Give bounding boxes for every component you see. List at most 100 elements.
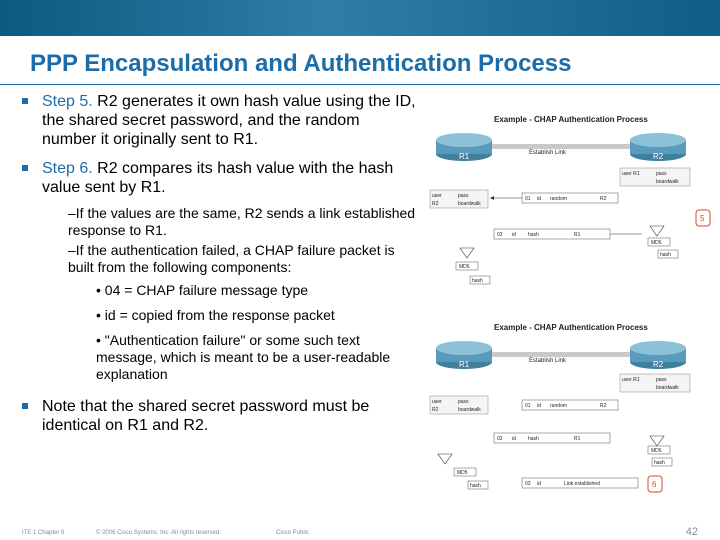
step-label: Step 6. <box>42 160 93 177</box>
footer-copyright: © 2006 Cisco Systems, Inc. All rights re… <box>96 530 221 536</box>
r1-pass-label: pass <box>458 193 469 199</box>
packet-code: 02 <box>497 232 503 238</box>
link-established-packet <box>521 477 639 489</box>
packet-field: hash <box>528 232 539 238</box>
packet-code: 01 <box>525 196 531 202</box>
r1-credentials-box <box>429 189 489 209</box>
r1-user-value: R2 <box>432 201 439 207</box>
r1-pass-value: boardwalk <box>458 201 481 207</box>
r1-user-value: R2 <box>432 407 439 413</box>
md5-funnel-icon <box>649 435 665 447</box>
r1-user-label: user <box>432 399 442 405</box>
packet-name: R1 <box>574 232 581 238</box>
packet-id: id <box>537 196 541 202</box>
md5-right-box <box>647 445 671 455</box>
packet-field: hash <box>528 436 539 442</box>
step-badge <box>647 475 663 493</box>
router-r2-label: R2 <box>653 152 664 161</box>
router-r2-label: R2 <box>653 360 664 369</box>
r2-pass-value: boardwalk <box>656 179 679 185</box>
diagram-title: Example - CHAP Authentication Process <box>494 323 648 332</box>
arrow-head-icon <box>490 196 494 200</box>
bullet-square-icon <box>22 165 28 171</box>
r2-pass-value: boardwalk <box>656 385 679 391</box>
md5-left-box <box>453 467 477 477</box>
md5-funnel-icon <box>649 225 665 237</box>
challenge-packet <box>521 192 619 204</box>
hash-right-box <box>657 249 679 259</box>
packet-code: 03 <box>525 481 531 487</box>
title-divider <box>0 84 720 85</box>
packet-name: R2 <box>600 403 607 409</box>
challenge-packet <box>521 399 619 411</box>
page-number: 42 <box>685 526 698 538</box>
step-label: Step 5. <box>42 93 93 110</box>
failure-component-type: • 04 = CHAP failure message type <box>96 282 309 298</box>
bullet-square-icon <box>22 98 28 104</box>
bullet-square-icon <box>22 403 28 409</box>
hash-right-label: hash <box>654 460 665 466</box>
hash-left-label: hash <box>470 483 481 489</box>
md5-right-box <box>647 237 671 247</box>
md5-funnel-icon <box>437 453 453 465</box>
sub-bullet-failed: –If the authentication failed, a CHAP fa… <box>68 242 395 275</box>
r2-user-label: user R1 <box>622 171 640 177</box>
r1-pass-value: boardwalk <box>458 407 481 413</box>
hash-right-label: hash <box>660 252 671 258</box>
packet-field: random <box>550 403 567 409</box>
router-r1-icon <box>436 341 492 369</box>
packet-code: 01 <box>525 403 531 409</box>
response-packet <box>493 432 611 444</box>
packet-field: random <box>550 196 567 202</box>
bullet-text: Note that the shared secret password mus… <box>42 398 370 434</box>
bullet-step5: Step 5. R2 generates it own hash value u… <box>22 92 417 149</box>
hash-left-label: hash <box>472 278 483 284</box>
router-r2-icon <box>630 341 686 369</box>
r2-credentials-box <box>619 373 691 393</box>
r2-pass-label: pass <box>656 171 667 177</box>
serial-link <box>492 144 630 149</box>
packet-id: id <box>512 436 516 442</box>
hash-right-box <box>651 457 673 467</box>
packet-name: R1 <box>574 436 581 442</box>
bullet-text: R2 generates it own hash value using the… <box>42 93 416 148</box>
diagram-title: Example - CHAP Authentication Process <box>494 115 648 124</box>
bullet-text: R2 compares its hash value with the hash… <box>42 160 394 196</box>
hash-left-box <box>467 480 489 490</box>
r1-credentials-box <box>429 395 489 415</box>
failure-component-id: • id = copied from the response packet <box>96 307 335 323</box>
r1-pass-label: pass <box>458 399 469 405</box>
md5-left-label: MD5 <box>457 470 468 476</box>
md5-left-box <box>455 261 479 271</box>
step-badge-number: 5 <box>700 214 705 223</box>
r2-pass-label: pass <box>656 377 667 383</box>
footer-classification: Cisco Public <box>276 530 310 536</box>
hash-left-box <box>469 275 491 285</box>
serial-link <box>492 352 630 357</box>
bullet-step6: Step 6. R2 compares its hash value with … <box>22 159 417 197</box>
r2-user-label: user R1 <box>622 377 640 383</box>
packet-code: 02 <box>497 436 503 442</box>
step-badge-number: 6 <box>652 480 657 489</box>
router-r1-icon <box>436 133 492 161</box>
md5-right-label: MD5 <box>651 448 662 454</box>
packet-field: Link established <box>564 481 600 487</box>
header-bar <box>0 0 720 36</box>
bullet-shared-secret: Note that the shared secret password mus… <box>22 397 417 435</box>
link-label: Establish Link <box>529 150 567 156</box>
packet-id: id <box>537 481 541 487</box>
md5-funnel-icon <box>459 247 475 259</box>
md5-left-label: MD5 <box>459 264 470 270</box>
r2-credentials-box <box>619 167 691 187</box>
link-label: Establish Link <box>529 358 567 364</box>
chap-diagram-step5: Example - CHAP Authentication Process R1… <box>429 115 711 285</box>
footer-course: ITE 1 Chapter 6 <box>22 530 65 536</box>
r1-user-label: user <box>432 193 442 199</box>
chap-diagram-step6: Example - CHAP Authentication Process R1… <box>429 323 691 493</box>
packet-name: R2 <box>600 196 607 202</box>
router-r1-label: R1 <box>459 360 470 369</box>
bullet-list: Step 5. R2 generates it own hash value u… <box>22 92 417 445</box>
router-r1-label: R1 <box>459 152 470 161</box>
failure-component-message: • "Authentication failure" or some such … <box>96 332 391 382</box>
page-title: PPP Encapsulation and Authentication Pro… <box>30 50 572 77</box>
